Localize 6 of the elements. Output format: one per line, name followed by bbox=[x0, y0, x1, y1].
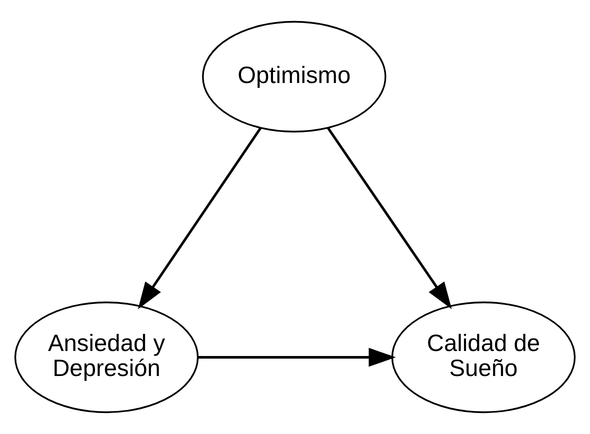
node-ellipse: Optimismo bbox=[202, 20, 386, 132]
node-ellipse: Calidad de Sueño bbox=[391, 302, 576, 414]
node-ellipse: Ansiedad y Depresión bbox=[14, 302, 199, 414]
arrow bbox=[138, 127, 262, 310]
arrow bbox=[198, 348, 396, 367]
arrow bbox=[326, 127, 452, 310]
